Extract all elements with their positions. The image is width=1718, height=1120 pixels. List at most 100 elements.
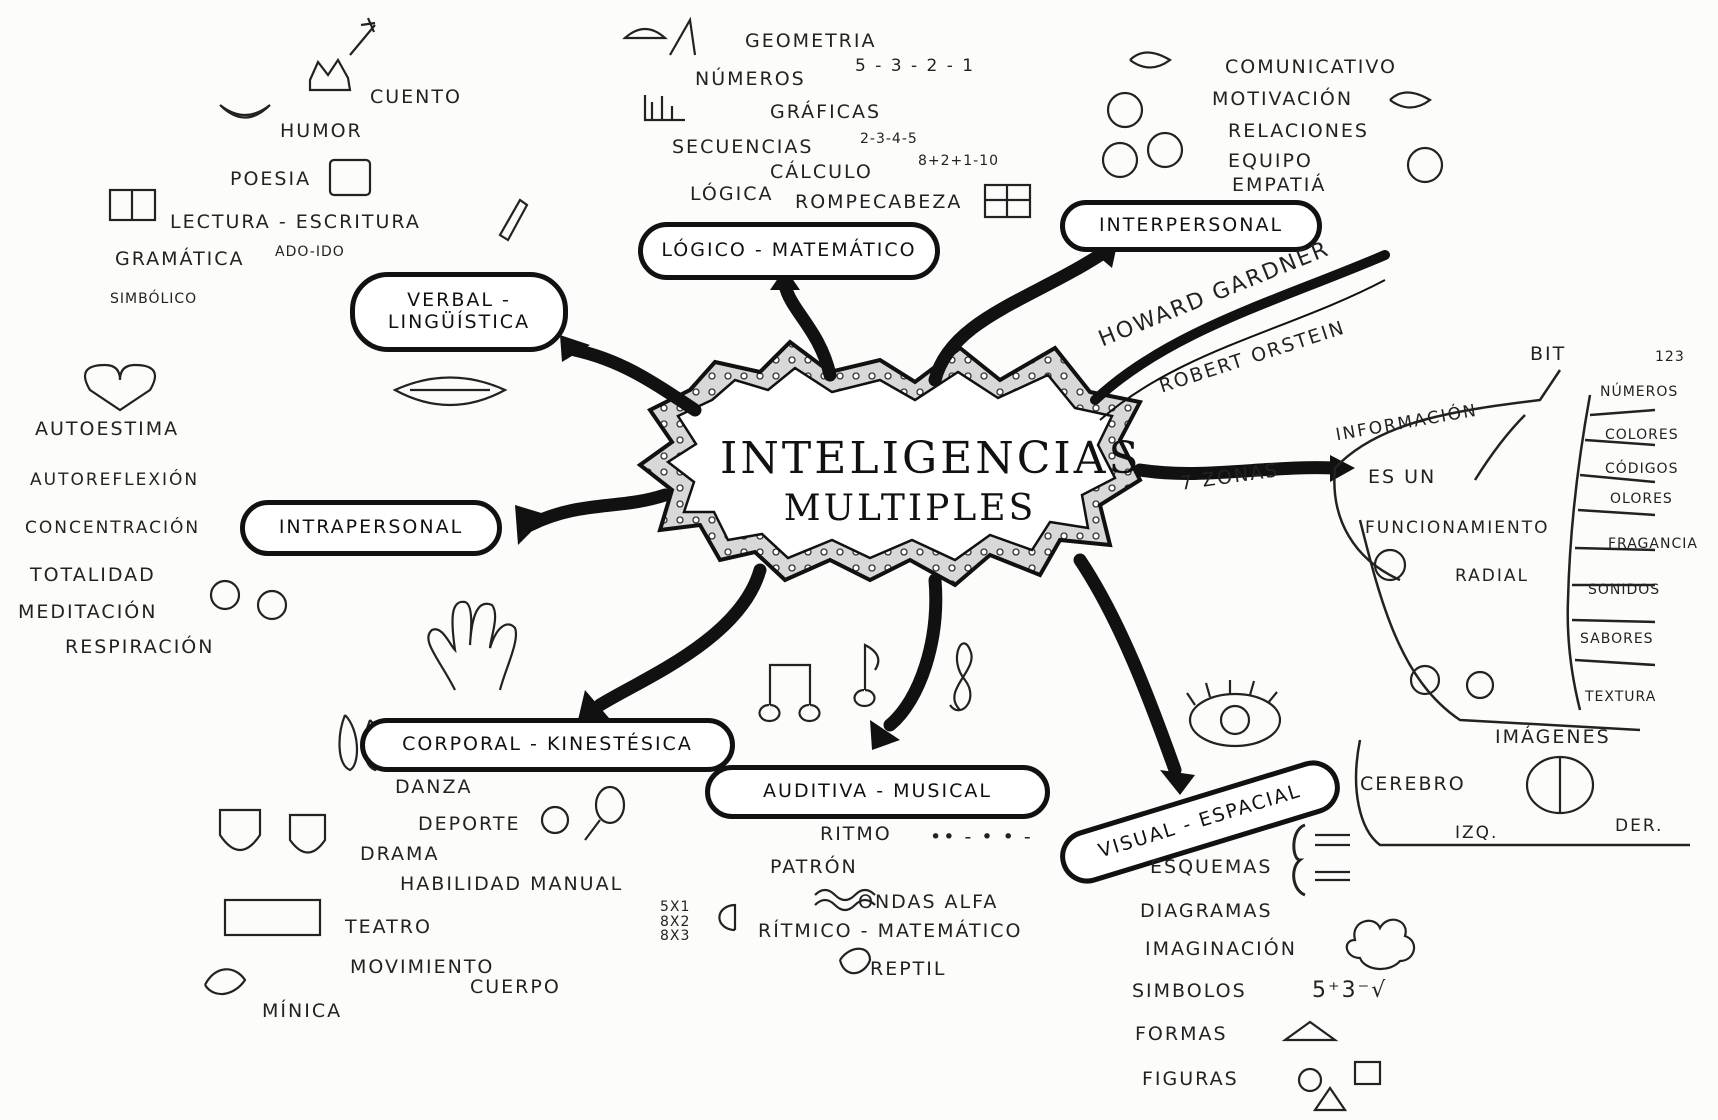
sense-item: COLORES — [1605, 427, 1679, 443]
pyramid-icon — [1281, 1020, 1339, 1042]
zonas-bit: BIT — [1530, 343, 1567, 365]
logico-rompecabeza: ROMPECABEZA — [795, 191, 963, 213]
corp-teatro: TEATRO — [345, 916, 432, 938]
intra-totalidad: TOTALIDAD — [30, 564, 156, 586]
corp-drama: DRAMA — [360, 843, 440, 865]
verbal-simbolico: SIMBÓLICO — [110, 291, 198, 307]
vis-simbolos-math: 5⁺3⁻√ — [1312, 978, 1388, 1003]
sense-item: NÚMEROS — [1600, 384, 1679, 400]
intra-respiracion: RESPIRACIÓN — [65, 636, 215, 658]
verbal-cuento: CUENTO — [370, 86, 462, 108]
compass-icon — [669, 16, 697, 56]
aud-reptil: REPTIL — [870, 958, 947, 980]
logico-countdown: 5 - 3 - 2 - 1 — [855, 56, 976, 76]
branch-corporal: CORPORAL - KINESTÉSICA — [360, 718, 735, 772]
branch-intrapersonal: INTRAPERSONAL — [240, 500, 502, 556]
aud-math: 5x1 8x2 8x3 — [660, 899, 691, 945]
logico-graficas: GRÁFICAS — [770, 101, 882, 123]
corp-movimiento: MOVIMIENTO — [350, 956, 495, 978]
logico-numeros: NÚMEROS — [695, 68, 806, 90]
author-banner — [1090, 250, 1390, 405]
heart-icon — [83, 363, 157, 412]
face-icon — [209, 579, 241, 611]
sense-item: FRAGANCIA — [1608, 536, 1698, 552]
mime-icon — [204, 968, 247, 996]
tree-icon — [1373, 548, 1407, 582]
vis-esquemas: ESQUEMAS — [1150, 856, 1273, 878]
center-title-line1: INTELIGENCIAS — [720, 433, 1142, 484]
zonas-izq: IZQ. — [1455, 823, 1499, 843]
logico-logica: LÓGICA — [690, 183, 774, 205]
aud-ritmo: RITMO — [820, 823, 892, 845]
sense-item: OLORES — [1610, 491, 1673, 507]
hand-icon — [427, 600, 518, 691]
aud-ondas: ONDAS ALFA — [858, 891, 999, 913]
vis-diagramas: DIAGRAMAS — [1140, 900, 1273, 922]
smile-icon — [219, 104, 271, 119]
vis-simbolos: SIMBOLOS — [1132, 980, 1247, 1002]
zonas-branches — [1333, 369, 1690, 847]
crown-icon — [308, 57, 352, 92]
verbal-gramatica: GRAMÁTICA — [115, 248, 245, 270]
vis-formas: FORMAS — [1135, 1023, 1228, 1045]
verbal-humor: HUMOR — [280, 120, 363, 142]
logico-geometria: GEOMETRIA — [745, 30, 877, 52]
zonas-cerebro: CEREBRO — [1360, 773, 1466, 795]
wand-icon — [349, 17, 376, 56]
zonas-es-un: ES UN — [1368, 466, 1437, 488]
corp-mimica: MÍNICA — [262, 1000, 343, 1022]
logico-calculo: CÁLCULO — [770, 161, 873, 183]
note-small-icon — [718, 903, 737, 932]
center-star — [636, 339, 1144, 588]
cube-icon — [1353, 1060, 1382, 1086]
inter-motivacion: MOTIVACIÓN — [1212, 88, 1354, 110]
intra-autoreflexion: AUTOREFLEXIÓN — [30, 470, 200, 490]
aud-ritmo-marks: •• - • • - — [930, 826, 1033, 848]
triangle-icon — [1312, 1086, 1348, 1112]
corp-danza: DANZA — [395, 776, 473, 798]
corp-cuerpo: CUERPO — [470, 976, 561, 998]
zonas-der: DER. — [1615, 816, 1664, 836]
wave-icon — [814, 888, 876, 912]
branch-arrows — [523, 248, 1342, 777]
zonas-funcionamiento: FUNCIONAMIENTO — [1365, 518, 1550, 538]
branch-verbal: VERBAL - LINGÜÍSTICA — [350, 272, 568, 352]
logico-calc-values: 8+2+1-10 — [918, 153, 1000, 169]
music-note2-icon — [853, 643, 880, 708]
branch-interpersonal: INTERPERSONAL — [1060, 200, 1322, 252]
circle-shape-icon — [1297, 1067, 1323, 1093]
aud-patron: PATRÓN — [770, 856, 858, 878]
intra-autoestima: AUTOESTIMA — [35, 418, 180, 440]
masks-icon — [218, 808, 327, 854]
pencil-icon — [498, 198, 529, 242]
inter-relaciones: RELACIONES — [1228, 120, 1369, 142]
corp-deporte: DEPORTE — [418, 813, 521, 835]
zonas-imagenes: IMÁGENES — [1495, 726, 1611, 748]
lips-icon — [392, 376, 508, 406]
music-note-icon — [758, 663, 821, 723]
inter-equipo: EQUIPO — [1228, 150, 1313, 172]
zonas-123: 123 — [1655, 349, 1685, 365]
racket-icon — [594, 785, 626, 825]
corp-habilidad: HABILIDAD MANUAL — [400, 873, 624, 895]
stage-icon — [223, 898, 322, 937]
cloud-icon — [1345, 918, 1416, 970]
reptile-icon — [838, 947, 872, 975]
list-lines-icon — [1315, 833, 1350, 882]
center-title: INTELIGENCIAS MULTIPLES — [720, 433, 1142, 529]
logico-seq-values: 2-3-4-5 — [860, 131, 918, 147]
inter-comunicativo: COMUNICATIVO — [1225, 56, 1397, 78]
intra-concentracion: CONCENTRACIÓN — [25, 518, 201, 538]
logico-secuencias: SECUENCIAS — [672, 136, 814, 158]
person-face-icon — [1106, 91, 1144, 129]
ball-icon — [540, 805, 570, 835]
sense-item: TEXTURA — [1585, 689, 1657, 705]
inter-empatia: EMPATIÁ — [1232, 174, 1327, 196]
wings-icon — [1129, 51, 1432, 109]
bar-chart-icon — [643, 95, 685, 122]
scroll-icon — [328, 158, 372, 197]
verbal-gramatica-note: ADO-IDO — [275, 244, 345, 260]
protractor-icon — [622, 27, 668, 40]
